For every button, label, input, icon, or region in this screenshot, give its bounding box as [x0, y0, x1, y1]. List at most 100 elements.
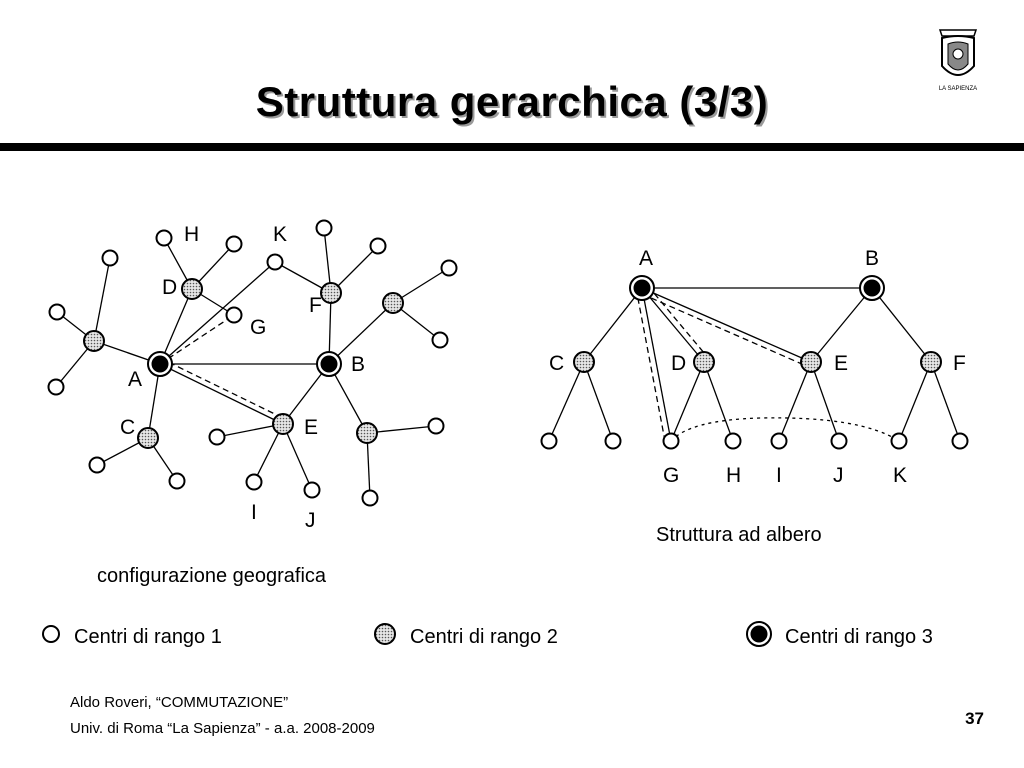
node-rank1: [48, 303, 66, 321]
node-rank2: [83, 330, 105, 352]
tree-dashed-arc-g-k: [670, 417, 900, 442]
tree-link-a-g: [641, 287, 672, 442]
label-k: K: [273, 223, 287, 246]
tree-label-h: H: [726, 464, 741, 487]
university-seal-icon: LA SAPIENZA: [939, 29, 977, 92]
caption-geographic: configurazione geografica: [97, 565, 327, 587]
tree-labels: A B C D E F G H I J K Struttura ad alber…: [549, 247, 966, 546]
legend-rank1-label: Centri di rango 1: [74, 626, 222, 648]
footer-affiliation: Univ. di Roma “La Sapienza” - a.a. 2008-…: [70, 720, 375, 737]
node-rank1: [440, 259, 458, 277]
footer-author: Aldo Roveri, “COMMUTAZIONE”: [70, 694, 289, 711]
geographic-configuration: [55, 227, 450, 499]
tree-node-k: [890, 432, 908, 450]
label-e: E: [304, 416, 318, 439]
node-rank1: [361, 489, 379, 507]
label-j: J: [305, 509, 316, 532]
legend-rank3-label: Centri di rango 3: [785, 626, 933, 648]
label-h: H: [184, 223, 199, 246]
node-rank2: [382, 292, 404, 314]
node-rank2: [356, 422, 378, 444]
tree-link-a-e: [641, 287, 812, 363]
link-e-j: [282, 423, 313, 491]
slide-title: Struttura gerarchica (3/3): [255, 78, 769, 125]
tree-node-leaf: [540, 432, 558, 450]
label-c: C: [120, 416, 135, 439]
link-r2c-node1: [366, 425, 437, 434]
tree-node-h: [724, 432, 742, 450]
link-e-node: [216, 423, 284, 438]
label-d: D: [162, 276, 177, 299]
tree-label-g: G: [663, 464, 679, 487]
title-divider: [0, 143, 1024, 151]
tree-link-d-h: [703, 361, 734, 442]
tree-link-f-leaf: [930, 361, 961, 442]
link-a-k: [159, 261, 276, 365]
tree-link-a-c: [583, 287, 643, 363]
tree-structure: [548, 285, 961, 442]
tree-node-g: [662, 432, 680, 450]
tree-label-c: C: [549, 352, 564, 375]
tree-link-a-d: [641, 287, 705, 363]
legend-rank2-icon: [374, 623, 396, 645]
node-rank1: [315, 219, 333, 237]
link-a-d: [159, 288, 193, 365]
page-number: 37: [965, 709, 984, 728]
geographic-nodes: [47, 219, 458, 507]
geographic-labels: H K D F G B A C E I J configurazione geo…: [97, 223, 365, 587]
tree-link-d-g: [670, 361, 705, 442]
node-a: [151, 355, 169, 373]
tree-label-f: F: [953, 352, 966, 375]
node-rank1: [47, 378, 65, 396]
tree-node-f: [920, 351, 942, 373]
tree-node-d: [693, 351, 715, 373]
tree-label-b: B: [865, 247, 879, 270]
tree-label-j: J: [833, 464, 844, 487]
tree-dashed-a-d: [647, 285, 711, 361]
dashed-link-a-g: [159, 314, 235, 365]
tree-nodes: [540, 275, 969, 450]
legend: Centri di rango 1 Centri di rango 2 Cent…: [42, 621, 933, 648]
node-rank1: [369, 237, 387, 255]
node-i: [245, 473, 263, 491]
node-rank1: [225, 235, 243, 253]
tree-link-c-leaf2: [583, 361, 614, 442]
node-rank1: [427, 417, 445, 435]
link-b-rank2: [328, 302, 394, 365]
legend-rank3-icon: [750, 625, 768, 643]
link-b-rank2-lower: [328, 363, 368, 434]
link-f-node2: [330, 245, 379, 294]
tree-label-a: A: [639, 247, 653, 270]
label-a: A: [128, 368, 142, 391]
tree-label-k: K: [893, 464, 907, 487]
tree-link-e-j: [810, 361, 840, 442]
node-f: [320, 282, 342, 304]
node-j: [303, 481, 321, 499]
tree-link-f-k: [898, 361, 932, 442]
tree-label-e: E: [834, 352, 848, 375]
legend-rank1-icon: [42, 625, 60, 643]
label-f: F: [309, 294, 322, 317]
legend-rank2-label: Centri di rango 2: [410, 626, 558, 648]
dashed-link-a-e: [159, 357, 284, 419]
node-rank1: [88, 456, 106, 474]
node-h: [155, 229, 173, 247]
label-i: I: [251, 501, 257, 524]
caption-tree: Struttura ad albero: [656, 524, 822, 546]
node-rank1: [168, 472, 186, 490]
tree-link-e-i: [778, 361, 812, 442]
label-g: G: [250, 316, 266, 339]
node-rank1: [208, 428, 226, 446]
tree-link-b-e: [810, 287, 873, 363]
tree-node-b: [863, 279, 881, 297]
node-d: [181, 278, 203, 300]
node-rank1: [431, 331, 449, 349]
tree-label-i: I: [776, 464, 782, 487]
tree-node-a: [633, 279, 651, 297]
tree-node-leaf: [951, 432, 969, 450]
link-a-e: [159, 363, 284, 425]
tree-dashed-a-e: [641, 293, 812, 369]
tree-node-c: [573, 351, 595, 373]
tree-label-d: D: [671, 352, 686, 375]
